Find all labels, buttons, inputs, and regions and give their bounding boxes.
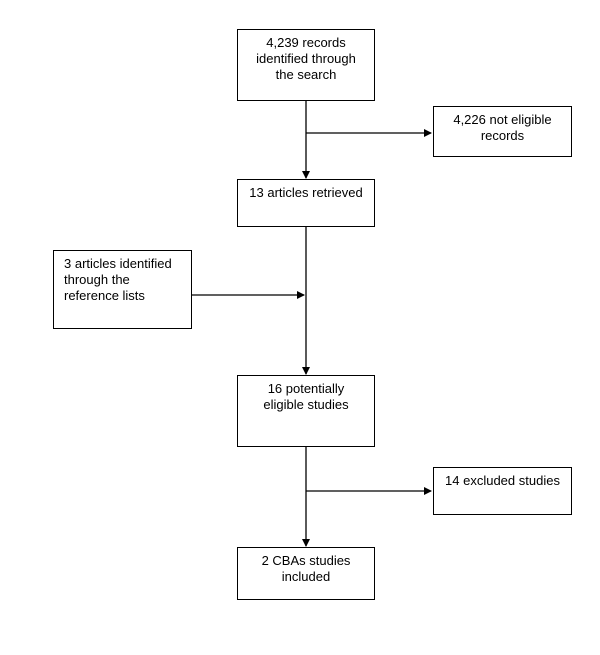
box-excluded-studies: 14 excluded studies [433,467,572,515]
box-included-studies: 2 CBAs studies included [237,547,375,600]
box-articles-retrieved: 13 articles retrieved [237,179,375,227]
box-search-records: 4,239 records identified through the sea… [237,29,375,101]
box-not-eligible-records: 4,226 not eligible records [433,106,572,157]
box-reference-lists: 3 articles identified through the refere… [53,250,192,329]
box-potentially-eligible: 16 potentially eligible studies [237,375,375,447]
